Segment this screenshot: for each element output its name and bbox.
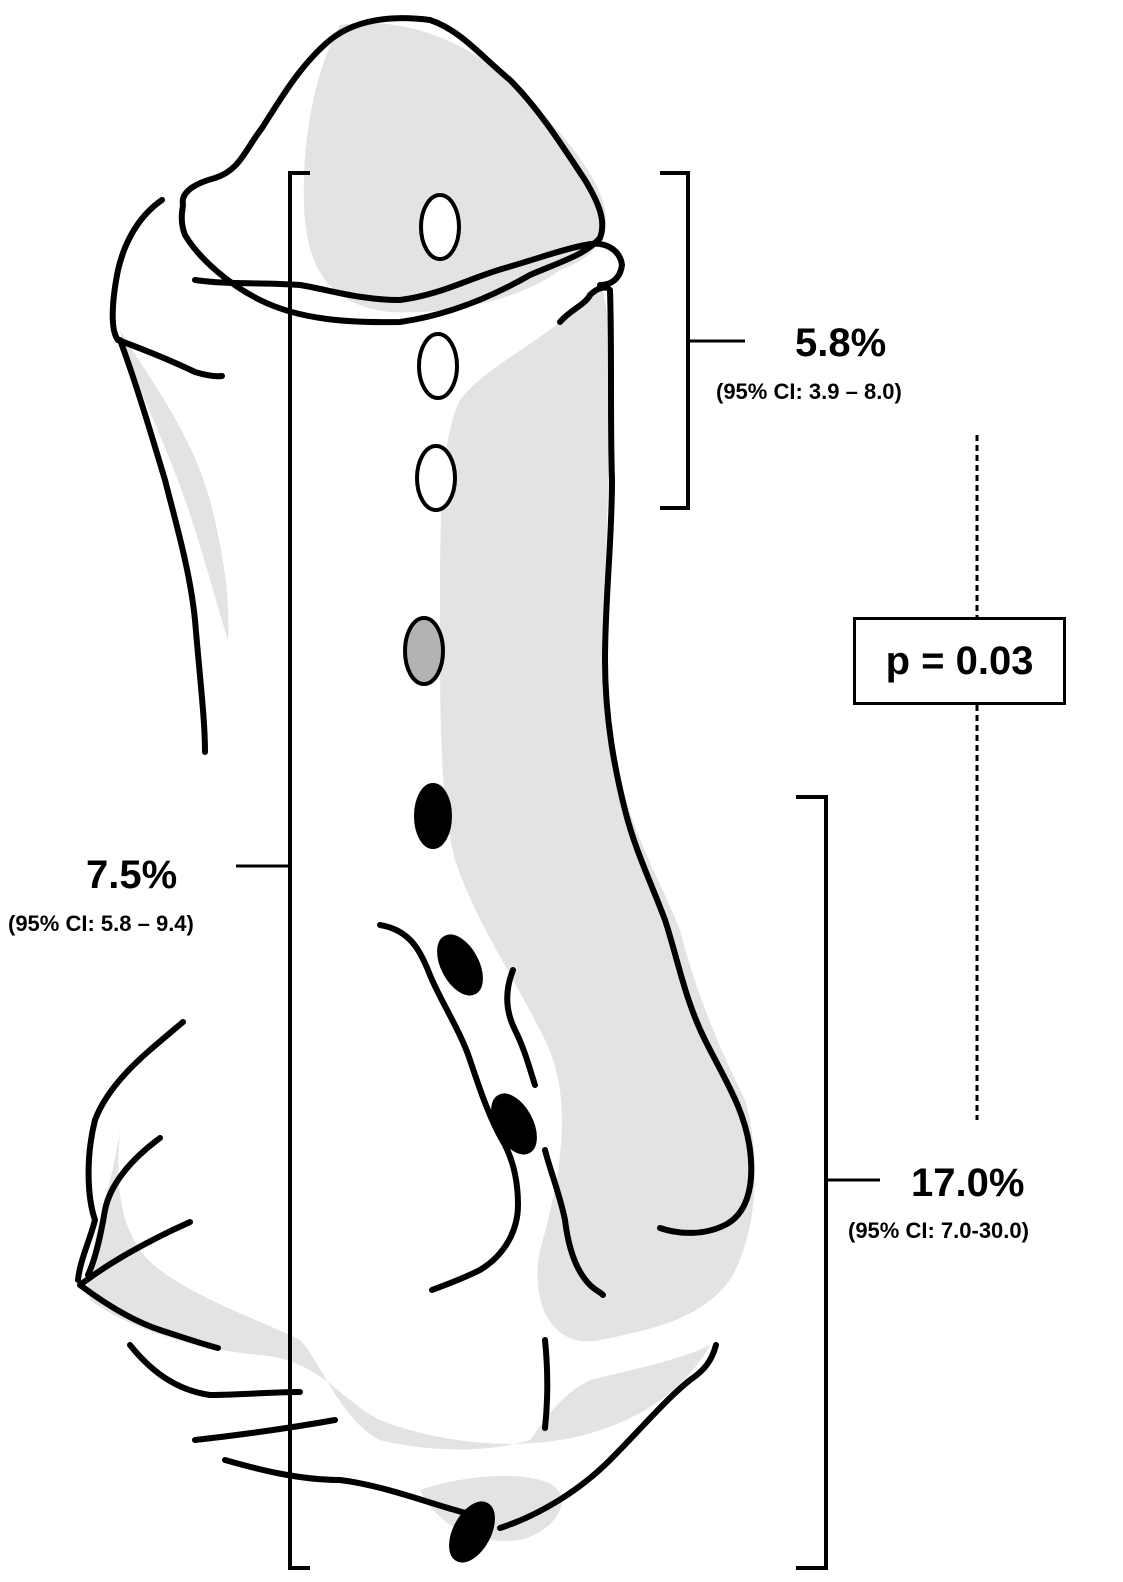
intermediate-marker <box>405 618 443 684</box>
left-condyle-top <box>113 200 162 340</box>
open-marker <box>419 334 457 398</box>
bone-shading <box>88 23 755 1541</box>
bottom-group-value: 17.0% <box>911 1163 1024 1203</box>
bottom-bracket-line <box>796 797 826 1568</box>
top-bracket <box>660 173 745 508</box>
head-shade <box>304 23 606 313</box>
top-group-ci: (95% CI: 3.9 – 8.0) <box>716 381 902 403</box>
lower-base-curve <box>195 1420 335 1440</box>
p-value-label: p = 0.03 <box>886 639 1034 684</box>
whole-group-value: 7.5% <box>86 855 177 895</box>
filled-marker <box>416 785 450 847</box>
open-marker <box>421 195 459 259</box>
bottom-group-ci: (95% CI: 7.0-30.0) <box>848 1220 1029 1242</box>
whole-group-ci: (95% CI: 5.8 – 9.4) <box>8 913 194 935</box>
bottom-bracket <box>796 797 880 1568</box>
p-value-box: p = 0.03 <box>853 617 1066 705</box>
shaft-shade <box>440 280 755 1341</box>
open-marker <box>417 446 455 510</box>
lower-middle-line <box>545 1340 547 1428</box>
top-bracket-line <box>660 173 688 508</box>
top-group-value: 5.8% <box>795 323 886 363</box>
